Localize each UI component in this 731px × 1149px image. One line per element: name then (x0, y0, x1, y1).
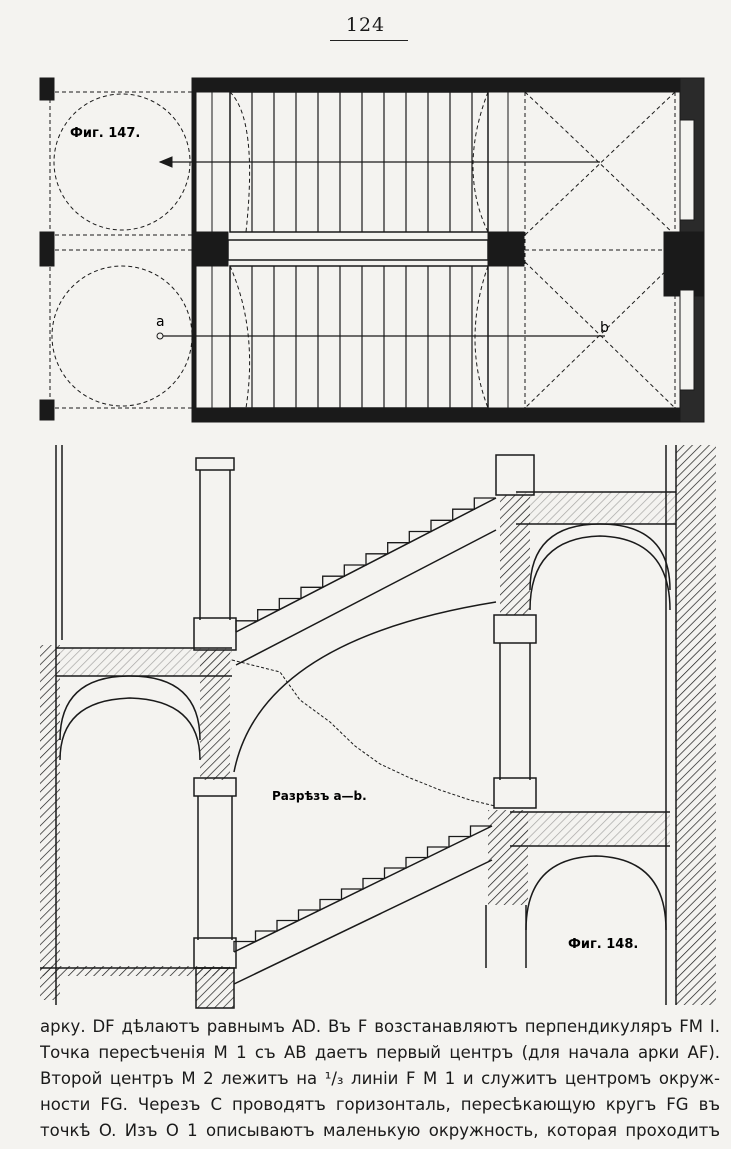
fig-147-label: Фиг. 147. (70, 126, 140, 141)
stair-flight (235, 497, 496, 632)
pillar-left (191, 231, 229, 267)
body-text: арку. DF дѣлаютъ равнымъ AD. Въ F возста… (40, 1014, 720, 1144)
fig-148-label: Фиг. 148. (568, 937, 638, 952)
fig-147-plan (39, 77, 705, 423)
page-number-rule (330, 40, 408, 41)
stair-flight (233, 825, 492, 952)
stair-steps (233, 497, 496, 952)
page-number: 124 (345, 14, 386, 36)
fig-148-section (40, 445, 716, 1009)
body-line: Второй центръ M 2 лежитъ на ¹/₃ линіи F … (40, 1069, 720, 1088)
point-a-label: a (156, 314, 165, 330)
point-b-label: b (600, 320, 609, 336)
wall-top (191, 77, 705, 93)
body-line: арку. DF дѣлаютъ равнымъ AD. Въ F возста… (40, 1017, 720, 1036)
wall-bottom (191, 407, 705, 423)
body-line: ности FG. Черезъ C проводятъ горизонталь… (40, 1095, 720, 1114)
body-line: Точка пересѣченія M 1 съ AB даетъ первый… (40, 1043, 720, 1062)
section-caption: Разрѣзъ a—b. (272, 789, 367, 803)
body-line: точкѣ O. Изъ O 1 описываютъ маленькую ок… (40, 1121, 720, 1140)
pillar-right (487, 231, 525, 267)
